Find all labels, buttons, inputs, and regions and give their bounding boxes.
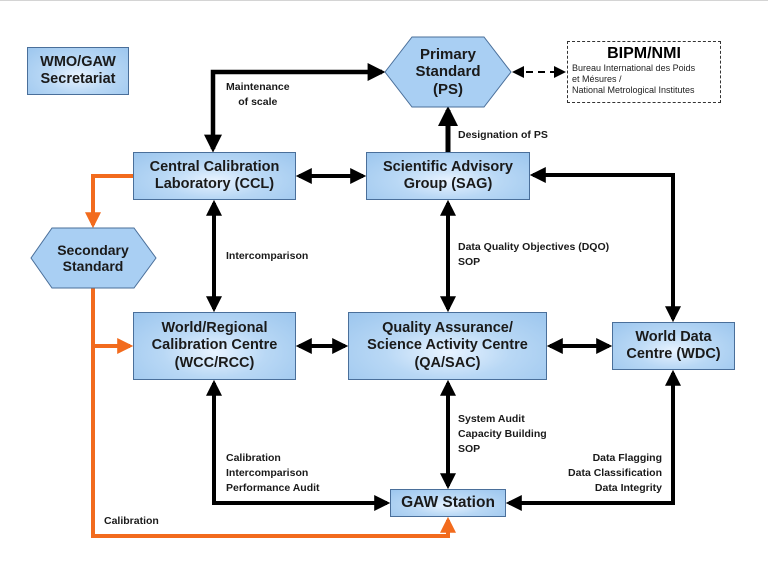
label-line: SOP — [458, 443, 481, 455]
wcc-line2: Calibration Centre — [151, 337, 278, 354]
gaw-label: GAW Station — [401, 493, 495, 511]
label-maintenance-of-scale: Maintenance of scale — [226, 80, 290, 110]
label-line: of scale — [238, 96, 278, 108]
ps-line1: Primary — [420, 46, 476, 64]
ss-line1: Secondary — [57, 241, 129, 258]
top-border — [0, 0, 768, 1]
label-qa-gaw: System Audit Capacity Building SOP — [458, 412, 547, 457]
label-line: Maintenance — [226, 81, 290, 93]
qasac-line2: Science Activity Centre — [367, 337, 528, 354]
label-dqo: Data Quality Objectives (DQO) SOP — [458, 240, 609, 270]
ss-line2: Standard — [62, 258, 124, 274]
label-line: Data Quality Objectives (DQO) — [458, 241, 610, 253]
wmo-line1: WMO/GAW — [40, 53, 116, 70]
wmo-line2: Secretariat — [40, 71, 116, 87]
label-line: Performance Audit — [226, 482, 320, 494]
label-calibration: Calibration — [104, 515, 159, 527]
bipm-title: BIPM/NMI — [607, 45, 681, 62]
label-intercomparison: Intercomparison — [226, 250, 309, 262]
node-bipm-nmi[interactable]: BIPM/NMI Bureau International des Poids … — [567, 41, 721, 103]
ccl-line1: Central Calibration — [149, 158, 280, 175]
label-wcc-gaw: Calibration Intercomparison Performance … — [226, 451, 320, 496]
bipm-line1: Bureau International des Poids — [572, 63, 696, 73]
ccl-line2: Laboratory (CCL) — [154, 176, 275, 192]
label-wdc-gaw: Data Flagging Data Classification Data I… — [568, 451, 662, 496]
arrow-wdc-gaw — [505, 369, 681, 511]
sag-line2: Group (SAG) — [403, 176, 493, 192]
label-line: Capacity Building — [458, 428, 547, 440]
wcc-line1: World/Regional — [161, 320, 268, 337]
ps-line3: (PS) — [432, 80, 463, 98]
label-line: Data Classification — [568, 467, 662, 479]
node-qa-sac[interactable]: Quality Assurance/Science Activity Centr… — [348, 312, 547, 380]
node-gaw-station[interactable]: GAW Station — [390, 489, 506, 517]
wcc-line3: (WCC/RCC) — [174, 354, 255, 371]
label-line: Calibration — [226, 452, 281, 464]
arrow-ccl-secondary — [85, 174, 133, 229]
label-designation-of-ps: Designation of PS — [458, 129, 548, 141]
arrow-sag-wdc — [529, 167, 681, 323]
primary-standard-shape — [384, 36, 512, 108]
arrow-secondary-calibration — [91, 288, 456, 538]
arrow-wcc-gaw — [206, 379, 391, 511]
sag-line1: Scientific Advisory — [382, 158, 513, 175]
label-line: Data Flagging — [592, 452, 662, 464]
label-line: SOP — [458, 256, 481, 268]
label-line: Intercomparison — [226, 467, 309, 479]
qasac-line1: Quality Assurance/ — [382, 320, 513, 337]
label-line: System Audit — [458, 413, 525, 425]
qasac-line3: (QA/SAC) — [414, 354, 481, 371]
label-line: Data Integrity — [594, 482, 662, 494]
ps-line2: Standard — [415, 63, 481, 81]
wdc-line1: World Data — [635, 328, 712, 345]
wdc-line2: Centre (WDC) — [626, 346, 721, 362]
bipm-line2: et Mésures / — [572, 74, 622, 84]
arrow-maintenance-of-scale — [204, 63, 386, 153]
secondary-standard-shape — [30, 227, 157, 289]
bipm-line3: National Metrological Institutes — [572, 85, 695, 95]
